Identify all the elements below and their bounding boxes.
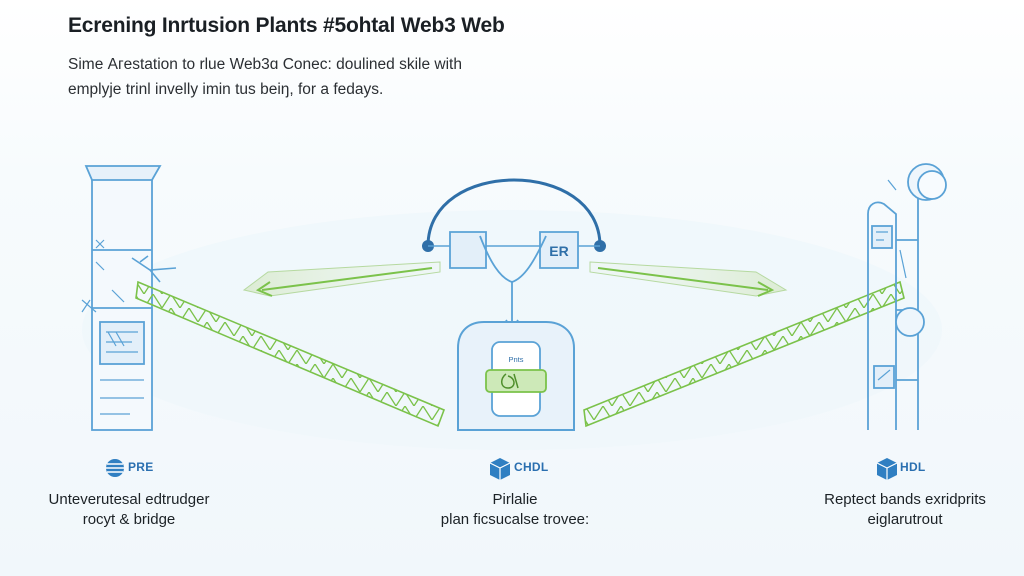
page-subtitle: Sime Агestation to rlue Web3ɑ Conec: dou… — [68, 52, 462, 102]
right-caption-line-1: Reptect bands exridprits — [824, 491, 986, 508]
center-badge-label: CHDL — [514, 460, 549, 474]
right-tower — [867, 163, 947, 430]
right-green-arrow — [589, 261, 788, 297]
left-badge-icon — [106, 459, 124, 477]
center-badge: CHDL — [514, 460, 549, 474]
page-title: Ecrening Inrtusion Plants #5ohtal Web3 W… — [68, 14, 505, 37]
left-connector-hook — [131, 255, 177, 283]
right-badge: HDL — [900, 460, 926, 474]
left-truss-bridge — [135, 280, 446, 428]
subtitle-line-2: emplуje trinl invelly imin tus beiŋ, for… — [68, 81, 384, 98]
center-bridge-block-right — [539, 231, 579, 269]
subtitle-line-1: Sime Агestation to rlue Web3ɑ Conec: dou… — [68, 56, 462, 73]
center-caption: Pirlalie plan ficsucalse trovee: — [410, 490, 620, 530]
left-badge: PRE — [128, 460, 154, 474]
center-caption-line-2: plan ficsucalse trovee: — [440, 511, 590, 528]
center-caption-line-1: Pirlalie — [492, 491, 538, 508]
left-caption: Unteverutesal edtrudger rocyt & bridge — [24, 490, 234, 530]
left-green-arrow — [242, 261, 441, 297]
right-badge-label: HDL — [900, 460, 926, 474]
left-caption-line-2: rocyt & bridge — [82, 511, 176, 528]
left-caption-line-1: Unteverutesal edtrudger — [48, 491, 210, 508]
center-enclosure — [457, 321, 575, 431]
center-device-label: Pnts — [508, 355, 523, 364]
right-caption-line-2: eiglarutrout — [867, 511, 943, 528]
center-badge-icon — [489, 458, 511, 480]
center-bridge-block-left — [449, 231, 487, 269]
center-bridge-label: ER — [549, 243, 568, 259]
left-badge-label: PRE — [128, 460, 154, 474]
right-badge-icon — [876, 458, 898, 480]
right-caption: Reptect bands exridprits eiglarutrout — [790, 490, 1020, 530]
right-truss-bridge — [583, 280, 905, 428]
